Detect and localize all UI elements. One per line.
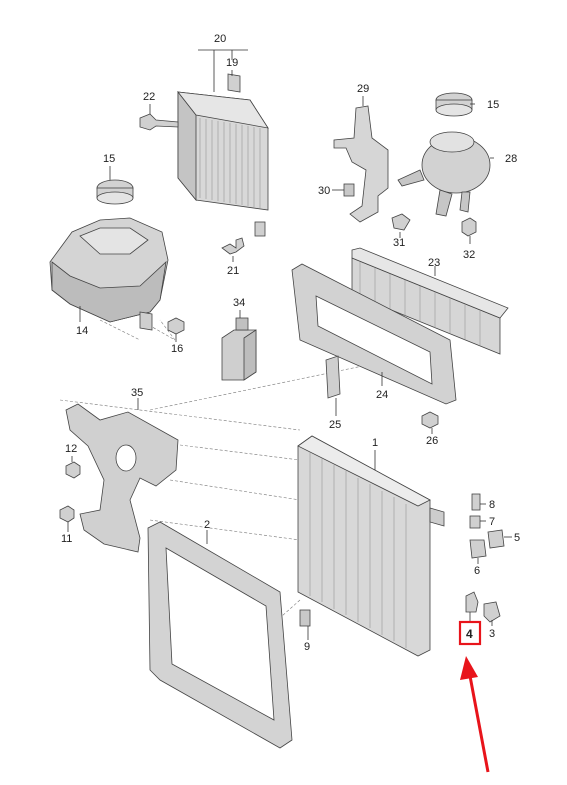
part-20-auxiliary-radiator	[177, 90, 269, 237]
part-25-bracket	[325, 355, 341, 399]
label-34: 34	[233, 297, 245, 309]
label-21: 21	[227, 265, 239, 277]
part-26-bolt	[421, 411, 439, 429]
label-35: 35	[131, 387, 143, 399]
label-20: 20	[214, 33, 226, 45]
part-24-frame	[291, 263, 457, 405]
label-1: 1	[372, 437, 378, 449]
label-4: 4	[466, 627, 473, 641]
label-29: 29	[357, 83, 369, 95]
label-14: 14	[76, 325, 88, 337]
part-22-bolt	[139, 113, 179, 131]
highlight-label-4: 4	[458, 620, 482, 646]
label-24: 24	[376, 389, 388, 401]
label-15-right: 15	[487, 99, 499, 111]
part-16-bolt	[167, 317, 185, 335]
label-25: 25	[329, 419, 341, 431]
part-15-filler-cap-left	[96, 179, 134, 205]
part-23-condenser	[351, 247, 509, 355]
part-6-mount	[469, 539, 487, 559]
label-11: 11	[61, 533, 72, 545]
part-34-coolant-bottle	[221, 317, 257, 381]
part-30-clip	[343, 183, 355, 197]
highlight-box	[458, 620, 482, 646]
label-9: 9	[304, 641, 310, 653]
part-32-nut	[461, 217, 477, 237]
part-11-bolt	[59, 505, 75, 523]
label-6: 6	[474, 565, 480, 577]
part-12-bolt	[65, 461, 81, 479]
part-9-clip	[299, 609, 311, 627]
part-2-mounting-frame	[147, 521, 293, 749]
label-7: 7	[489, 516, 495, 528]
part-3-clamp	[483, 601, 501, 623]
label-12: 12	[65, 443, 77, 455]
label-26: 26	[426, 435, 438, 447]
label-23: 23	[428, 257, 440, 269]
leader-lines	[67, 49, 512, 640]
label-15-left: 15	[103, 153, 115, 165]
part-4-grommet	[465, 591, 479, 613]
callout-labels: 20 19 22 15 21 14 16 34 29 15 28 30 31 3…	[61, 33, 520, 653]
label-28: 28	[505, 153, 517, 165]
label-19: 19	[226, 57, 238, 69]
part-35-air-guide	[65, 403, 179, 553]
red-arrow-icon	[460, 656, 490, 773]
part-8-pin	[471, 493, 481, 511]
label-3: 3	[489, 628, 495, 640]
part-5-bracket	[487, 529, 505, 549]
part-28-reservoir	[397, 131, 491, 217]
label-22: 22	[143, 91, 155, 103]
part-31-bolt	[391, 213, 411, 231]
part-7-clip	[469, 515, 481, 529]
label-30: 30	[318, 185, 330, 197]
label-32: 32	[463, 249, 475, 261]
part-29-mounting-bracket	[333, 105, 389, 223]
part-15-filler-cap-right	[435, 92, 473, 117]
label-16: 16	[171, 343, 183, 355]
label-31: 31	[393, 237, 405, 249]
part-14-expansion-tank	[49, 217, 169, 331]
label-8: 8	[489, 499, 495, 511]
label-5: 5	[514, 532, 520, 544]
part-21-bolt	[221, 237, 245, 255]
part-19-bracket	[227, 73, 241, 93]
part-1-radiator	[297, 435, 445, 657]
label-2: 2	[204, 519, 210, 531]
